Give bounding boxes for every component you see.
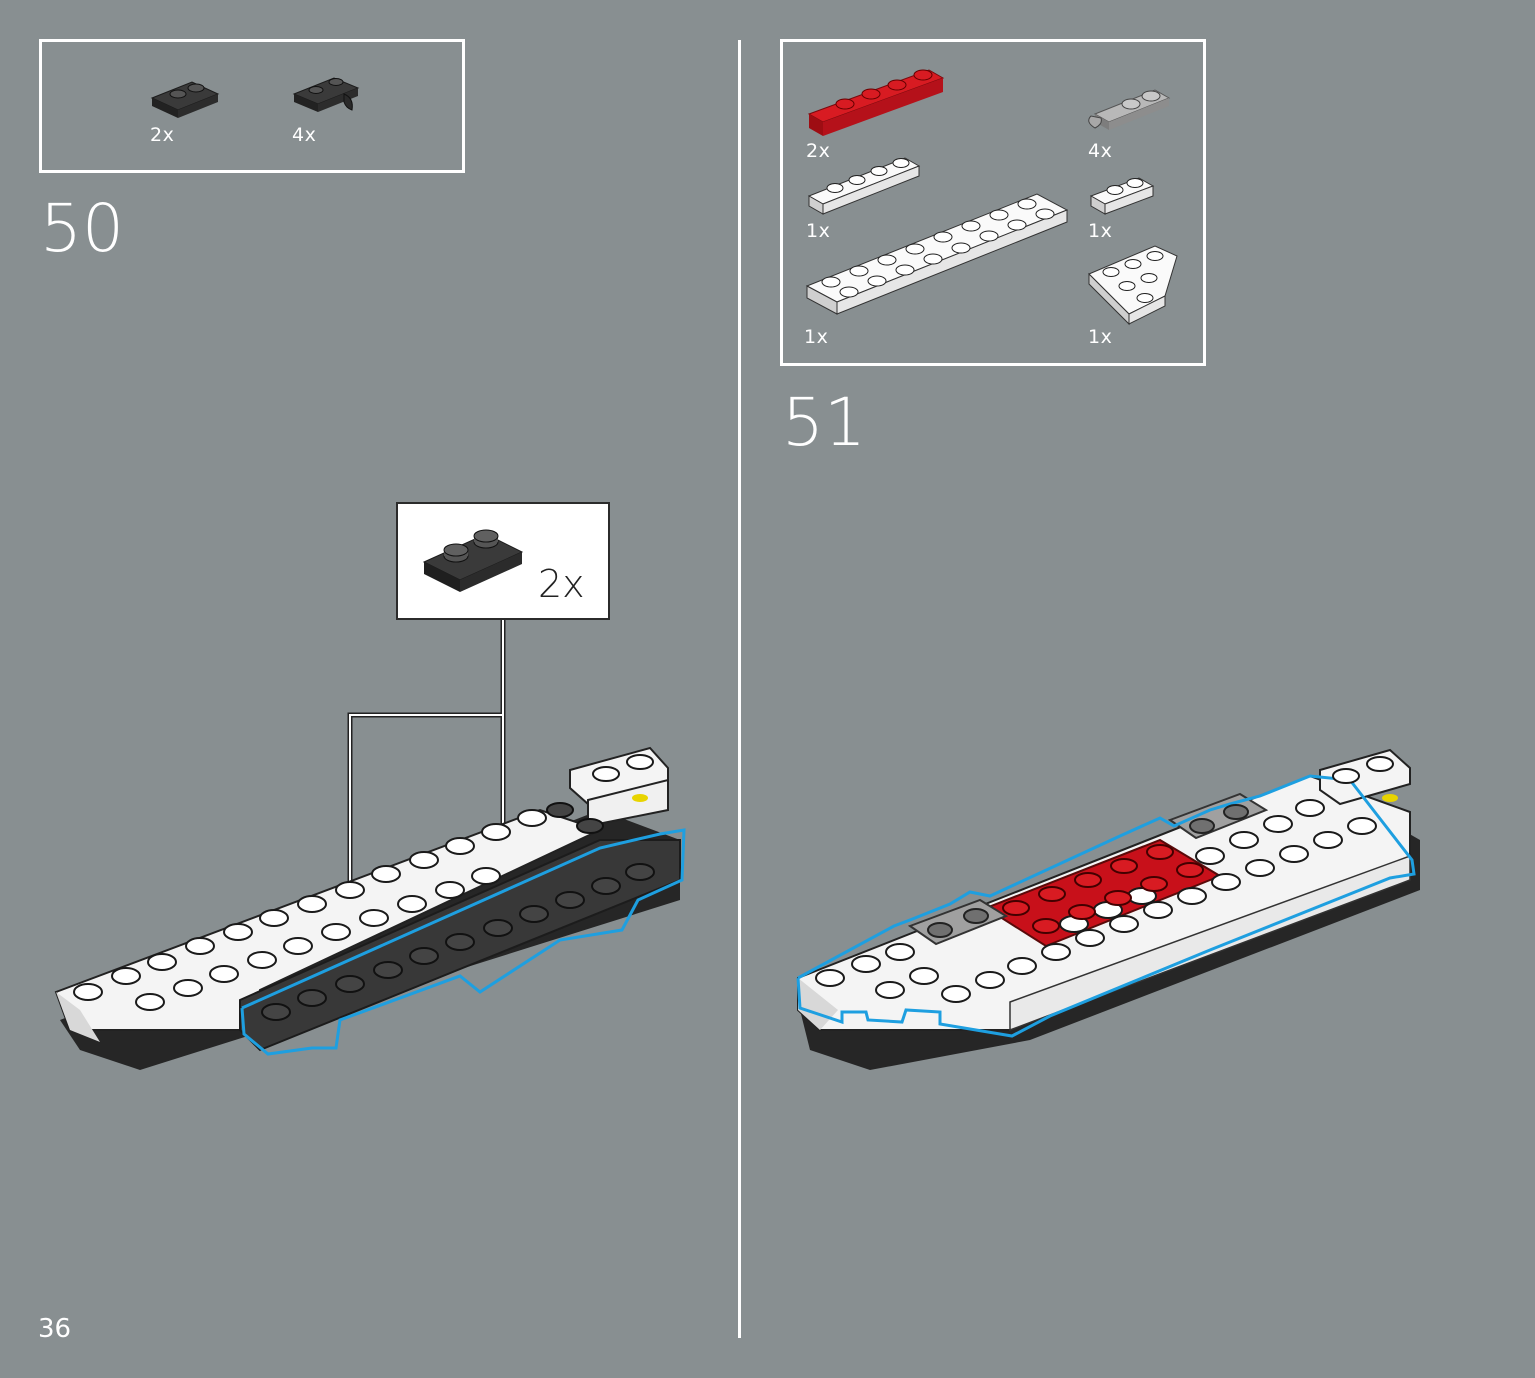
white-plate-1x4-icon — [807, 157, 921, 215]
step-50-part-1-qty: 2x — [150, 124, 175, 146]
step-51-parts-box: 2x 4x 1x 1x — [780, 39, 1206, 366]
step-51-part-5-qty: 1x — [804, 326, 829, 348]
step-51-model — [796, 748, 1420, 1070]
step-51-part-4-qty: 1x — [1088, 220, 1113, 242]
black-plate-clip-icon — [292, 77, 360, 112]
black-plate-1x2-icon — [422, 529, 524, 592]
grey-plate-clip-icon — [1088, 89, 1171, 130]
red-plate-1x4-icon — [807, 69, 945, 136]
step-divider — [738, 40, 741, 1338]
white-plate-1x2-icon — [1089, 177, 1155, 215]
step-51-part-6-qty: 1x — [1088, 326, 1113, 348]
black-plate-1x2-icon — [150, 81, 220, 118]
step-50-parts-box: 2x 4x — [39, 39, 465, 173]
step-50-model — [54, 746, 686, 1070]
step-50-number: 50 — [40, 190, 124, 267]
white-wedge-plate-icon — [1088, 245, 1178, 326]
page-number: 36 — [38, 1314, 72, 1344]
step-51-part-1-qty: 2x — [806, 140, 831, 162]
white-plate-2x8-icon — [805, 193, 1069, 315]
step-51-number: 51 — [782, 384, 866, 461]
step-50-callout: 2x — [396, 502, 610, 620]
step-50-part-2-qty: 4x — [292, 124, 317, 146]
step-51-part-2-qty: 4x — [1088, 140, 1113, 162]
callout-qty: 2x — [538, 562, 585, 606]
step-51-part-3-qty: 1x — [806, 220, 831, 242]
